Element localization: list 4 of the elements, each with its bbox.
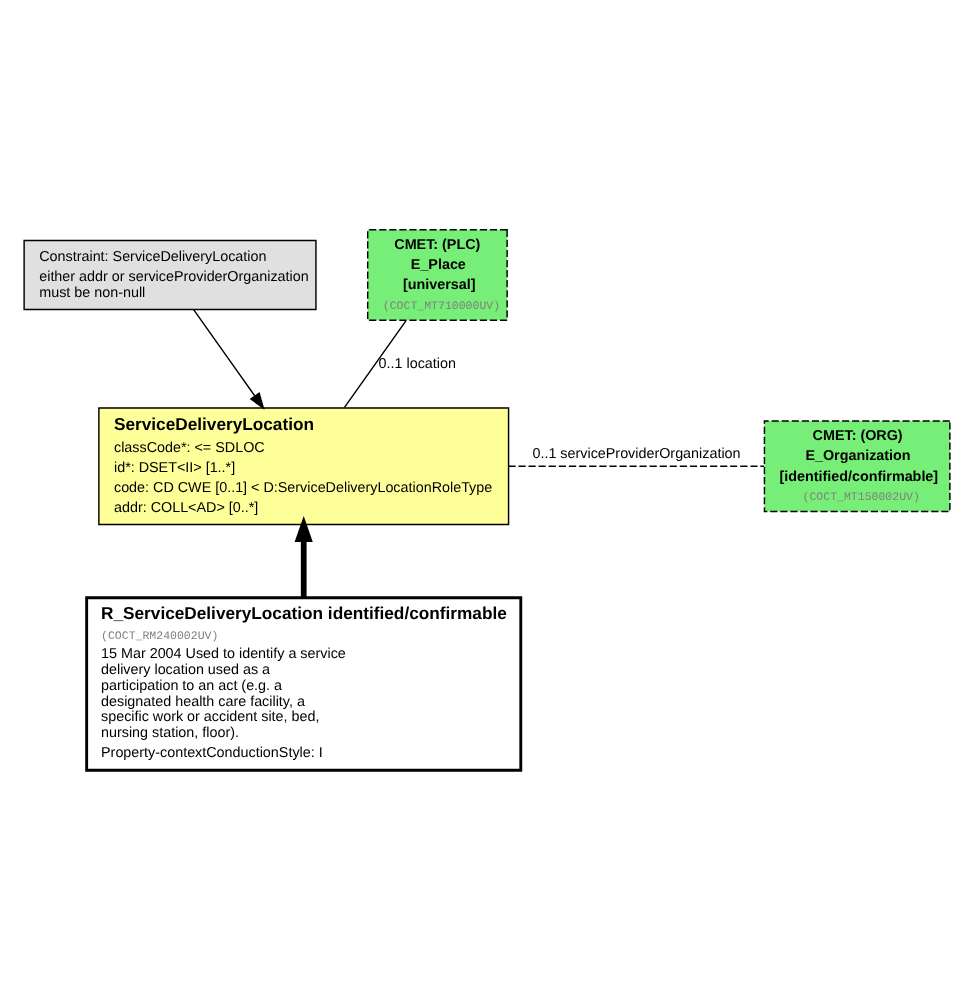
connector (342, 319, 406, 409)
connector (506, 465, 764, 467)
arrow (293, 515, 312, 598)
arrow (191, 308, 264, 410)
